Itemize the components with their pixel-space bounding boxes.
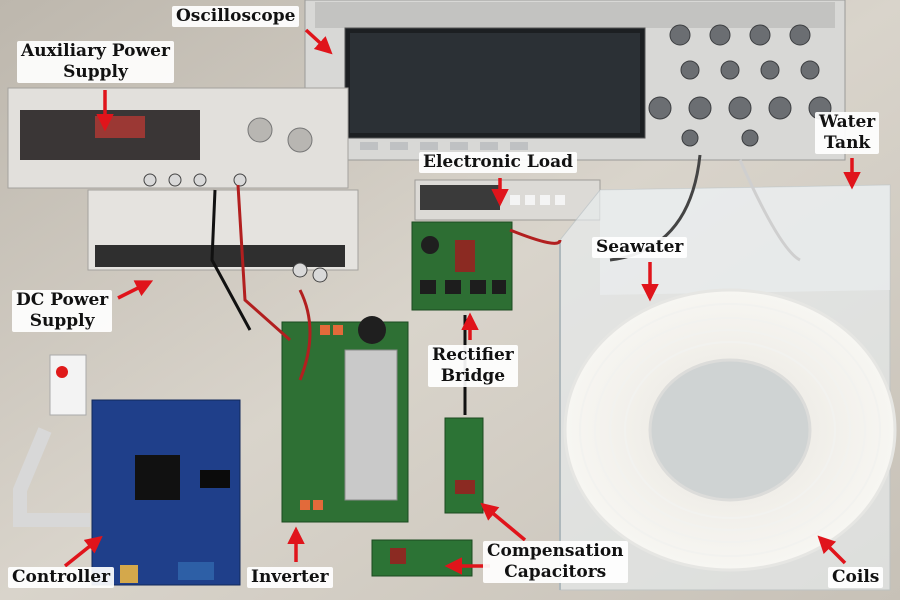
label-aux-line2: Supply [63,62,128,82]
label-dc-line1: DC Power [16,290,109,310]
label-rectifier-line2: Bridge [440,366,506,386]
controller-board [13,354,241,586]
label-water-line1: Water [819,112,876,132]
label-compensation-capacitors: Compensation Capacitors [483,541,628,583]
oscilloscope-device [304,0,846,161]
label-electronic-load: Electronic Load [419,152,578,173]
label-electronic-load-text: Electronic Load [423,152,574,172]
label-water-tank: Water Tank [815,112,880,154]
dc-power-supply-device [87,189,359,283]
coil-windings [563,288,897,572]
label-controller: Controller [8,567,115,588]
electronic-load-device [414,179,601,221]
label-coils: Coils [828,567,884,588]
label-compensation-line1: Compensation [487,541,624,561]
label-auxiliary-power-supply: Auxiliary Power Supply [17,41,174,83]
label-seawater-text: Seawater [596,237,684,257]
inverter-board [281,316,409,523]
label-compensation-line2: Capacitors [504,562,607,582]
label-inverter: Inverter [247,567,333,588]
label-water-line2: Tank [824,133,871,153]
label-coils-text: Coils [832,567,880,587]
label-seawater: Seawater [592,237,688,258]
label-rectifier-bridge: Rectifier Bridge [428,345,518,387]
label-controller-text: Controller [12,567,111,587]
label-aux-line1: Auxiliary Power [21,41,170,61]
auxiliary-power-supply-device [7,87,349,189]
rectifier-board [411,221,513,311]
label-dc-power-supply: DC Power Supply [12,290,113,332]
label-dc-line2: Supply [29,311,95,331]
label-oscilloscope-text: Oscilloscope [176,6,296,26]
label-rectifier-line1: Rectifier [432,345,514,365]
label-oscilloscope: Oscilloscope [172,6,300,27]
label-inverter-text: Inverter [251,567,329,587]
